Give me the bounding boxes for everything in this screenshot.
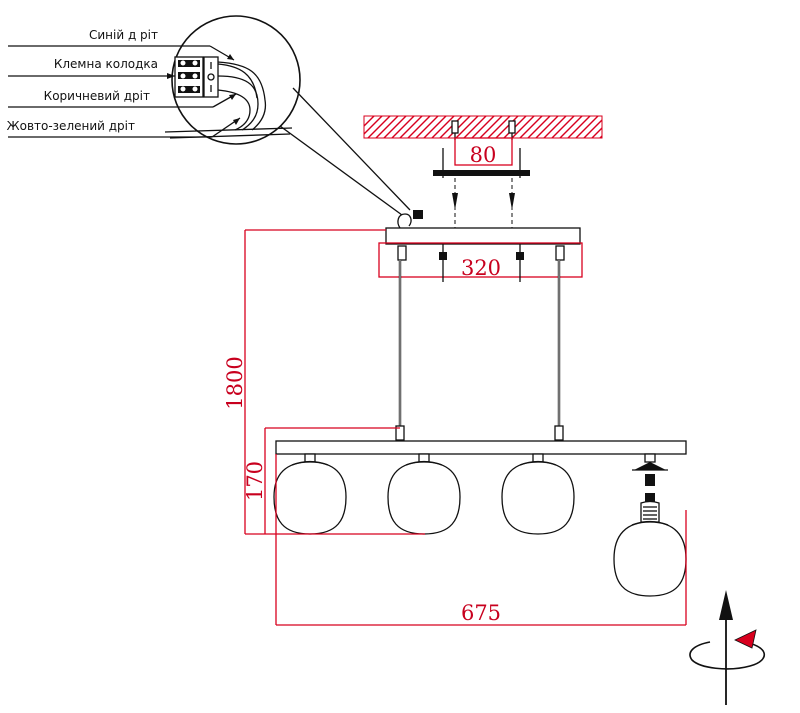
- hatch-line: [415, 115, 439, 139]
- ceiling: [363, 115, 603, 139]
- hatch-line: [423, 115, 447, 139]
- hatch-line: [495, 115, 519, 139]
- label-brown-wire: Коричневий дріт: [44, 89, 150, 103]
- hatch-line: [383, 115, 407, 139]
- label-blue-wire: Синій д ріт: [89, 28, 158, 42]
- hatch-line: [479, 115, 503, 139]
- hatch-line: [599, 135, 603, 139]
- rotation-arrow-icon: [689, 590, 766, 705]
- dimension-lines: [244, 229, 687, 626]
- hatch-line: [487, 115, 511, 139]
- dim-mount-spacing: 80: [470, 143, 497, 167]
- lamp-shades: [273, 453, 687, 597]
- hatch-line: [407, 115, 431, 139]
- label-ground-wire: Жовто-зелений дріт: [7, 119, 135, 133]
- hatch-line: [575, 115, 599, 139]
- hatch-line: [439, 115, 463, 139]
- hatch-line: [471, 115, 495, 139]
- hatch-line: [455, 115, 479, 139]
- hatch-line: [519, 115, 543, 139]
- hatch-line: [375, 115, 399, 139]
- hatch-line: [583, 119, 603, 139]
- hatch-line: [431, 115, 455, 139]
- label-terminal-block: Клемна колодка: [54, 57, 158, 71]
- hatch-line: [363, 115, 383, 135]
- hatch-line: [559, 115, 583, 139]
- hatch-line: [367, 115, 391, 139]
- suspension-cables: [395, 260, 564, 441]
- shade-exploded: [613, 453, 687, 597]
- shade-1: [273, 453, 347, 535]
- hatch-line: [447, 115, 471, 139]
- wire-labels: Синій д ріт Клемна колодка Коричневий др…: [7, 28, 241, 138]
- hatch-line: [591, 127, 603, 139]
- dim-shade-height: 170: [243, 461, 267, 501]
- wiring-detail: [164, 15, 411, 216]
- canopy: [378, 210, 583, 282]
- hatch-line: [567, 115, 591, 139]
- mounting-bracket: [433, 120, 530, 232]
- hatch-line: [543, 115, 567, 139]
- hatch-line: [363, 115, 375, 127]
- hatch-line: [391, 115, 415, 139]
- dim-max-height: 1800: [223, 356, 247, 409]
- hatch-line: [551, 115, 575, 139]
- hatch-line: [527, 115, 551, 139]
- shade-3: [501, 453, 575, 535]
- hatch-line: [463, 115, 487, 139]
- lamp-bar: [275, 440, 687, 455]
- hatch-line: [399, 115, 423, 139]
- shade-2: [387, 453, 461, 535]
- dim-canopy-width: 320: [461, 256, 501, 280]
- dim-total-length: 675: [461, 601, 501, 625]
- hatch-line: [511, 115, 535, 139]
- hatch-line: [535, 115, 559, 139]
